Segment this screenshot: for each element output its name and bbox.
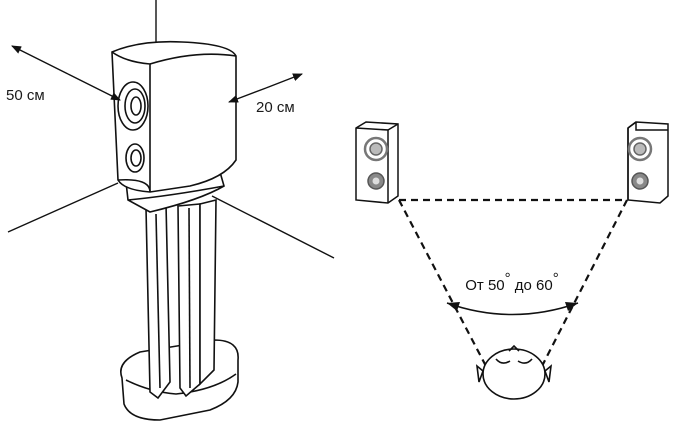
angle-arc-right-arrowhead: [565, 302, 578, 311]
tweeter-driver: [125, 143, 145, 173]
back-distance-arrow: [11, 45, 69, 75]
stand-columns: [145, 198, 217, 400]
side-distance-label: 20 см: [256, 99, 295, 116]
listener-head-icon: [475, 344, 553, 400]
back-distance-label: 50 см: [6, 87, 45, 104]
room-corner-lines: [7, 0, 335, 259]
side-distance-arrow-inner: [228, 87, 267, 103]
right-speaker-icon: [627, 121, 669, 204]
back-distance-arrow-inner: [67, 73, 121, 101]
angle-arc-left-arrowhead: [447, 302, 460, 311]
side-distance-arrow: [265, 73, 303, 89]
left-speaker-icon: [355, 121, 399, 204]
woofer-driver: [117, 81, 149, 131]
listening-triangle: [398, 198, 628, 371]
angle-arc: [446, 302, 579, 316]
angle-label: От 50° до 60°: [465, 270, 559, 294]
